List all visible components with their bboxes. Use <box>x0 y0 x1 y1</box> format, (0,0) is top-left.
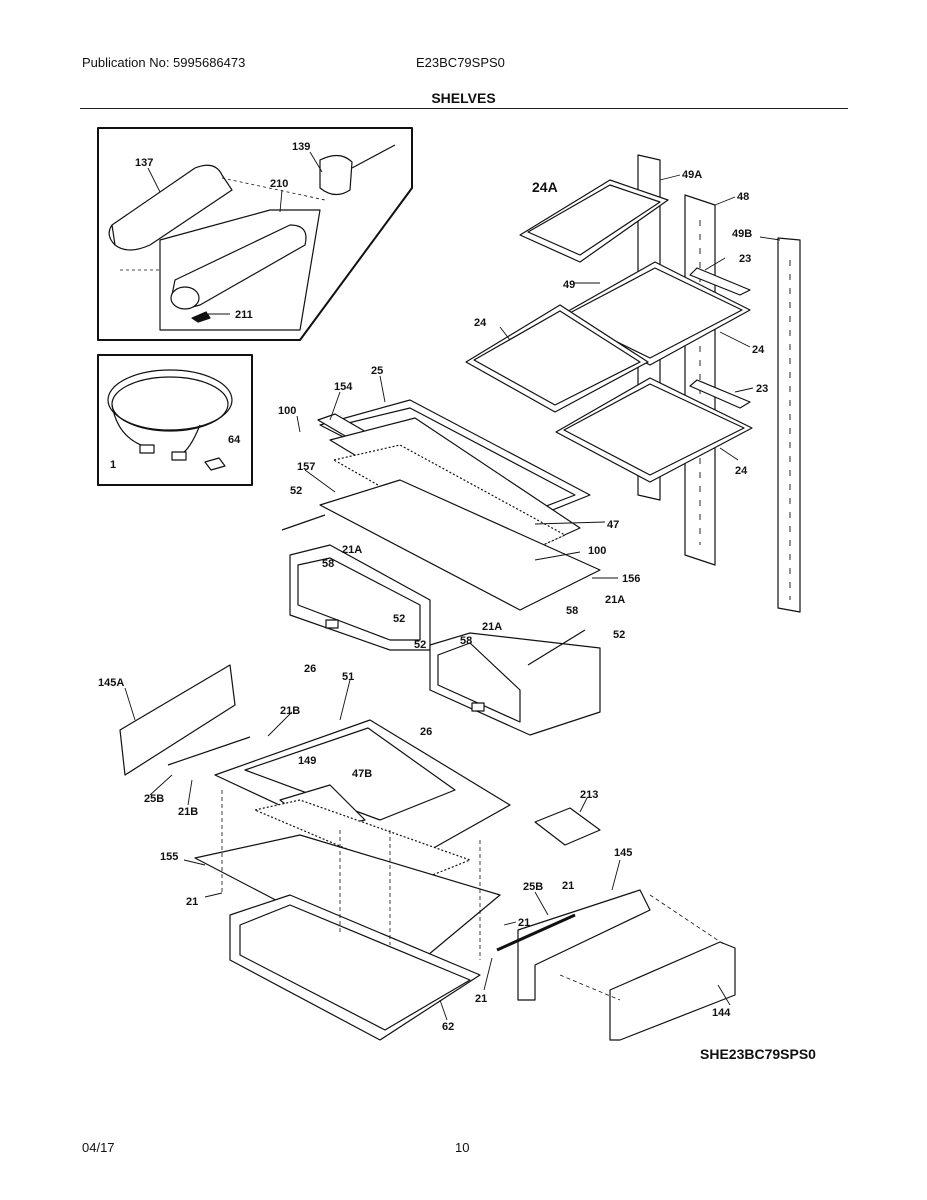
filter-inset-box <box>97 127 413 341</box>
part-label: 62 <box>442 1021 454 1033</box>
part-labels: 137 139 210 211 1 64 154 25 100 157 52 2… <box>98 141 768 1033</box>
part-label: 25 <box>371 365 383 377</box>
part-label: 144 <box>712 1007 731 1019</box>
part-label: 52 <box>393 613 405 625</box>
part-label: 154 <box>334 381 353 393</box>
part-label: 211 <box>235 309 253 321</box>
part-label: 25B <box>523 881 543 893</box>
tubing-inset-box <box>97 354 253 486</box>
part-label: 48 <box>737 191 749 203</box>
part-label: 58 <box>460 635 472 647</box>
part-label: 21 <box>186 896 198 908</box>
part-label: 47 <box>607 519 619 531</box>
part-label: 58 <box>566 605 578 617</box>
part-label: 52 <box>613 629 625 641</box>
part-label: 100 <box>588 545 606 557</box>
crisper-cover <box>317 399 601 611</box>
part-label: 210 <box>270 178 288 190</box>
part-label: 157 <box>297 461 315 473</box>
part-label: 24A <box>532 179 558 195</box>
part-label: 51 <box>342 671 354 683</box>
part-label: 1 <box>110 459 116 471</box>
part-label: 145A <box>98 677 124 689</box>
glass-shelves <box>465 179 753 483</box>
title-rule <box>80 108 848 109</box>
part-label: 49A <box>682 169 702 181</box>
part-label: 21A <box>342 544 362 556</box>
model-number: E23BC79SPS0 <box>416 55 505 70</box>
part-label: 139 <box>292 141 310 153</box>
part-label: 49 <box>563 279 575 291</box>
part-label: 145 <box>614 847 632 859</box>
part-label: 21A <box>482 621 502 633</box>
footer-date: 04/17 <box>82 1140 115 1155</box>
part-label: 213 <box>580 789 598 801</box>
part-label: 26 <box>420 726 432 738</box>
publication-number: Publication No: 5995686473 <box>82 55 246 70</box>
deli-drawer-assembly <box>119 664 511 1041</box>
part-label: 21 <box>475 993 487 1005</box>
page-title: SHELVES <box>431 90 496 106</box>
part-label: 58 <box>322 558 334 570</box>
side-controls <box>496 807 736 1041</box>
part-label: 21 <box>562 880 574 892</box>
page-number: 10 <box>455 1140 470 1155</box>
part-label: 149 <box>298 755 316 767</box>
part-label: 156 <box>622 573 640 585</box>
part-label: 21B <box>280 705 300 717</box>
part-label: 47B <box>352 768 372 780</box>
part-label: 137 <box>135 157 153 169</box>
part-label: 24 <box>474 317 487 329</box>
part-label: 21 <box>518 917 530 929</box>
part-label: 23 <box>756 383 768 395</box>
diagram-code: SHE23BC79SPS0 <box>700 1046 816 1062</box>
part-label: 24 <box>752 344 765 356</box>
part-label: 155 <box>160 851 178 863</box>
part-label: 25B <box>144 793 164 805</box>
part-label: 26 <box>304 663 316 675</box>
crisper-drawers <box>281 514 601 736</box>
part-label: 52 <box>290 485 302 497</box>
part-label: 64 <box>228 434 241 446</box>
part-label: 23 <box>739 253 751 265</box>
part-label: 100 <box>278 405 296 417</box>
part-label: 21A <box>605 594 625 606</box>
part-label: 24 <box>735 465 748 477</box>
part-label: 49B <box>732 228 752 240</box>
part-label: 21B <box>178 806 198 818</box>
part-label: 52 <box>414 639 426 651</box>
